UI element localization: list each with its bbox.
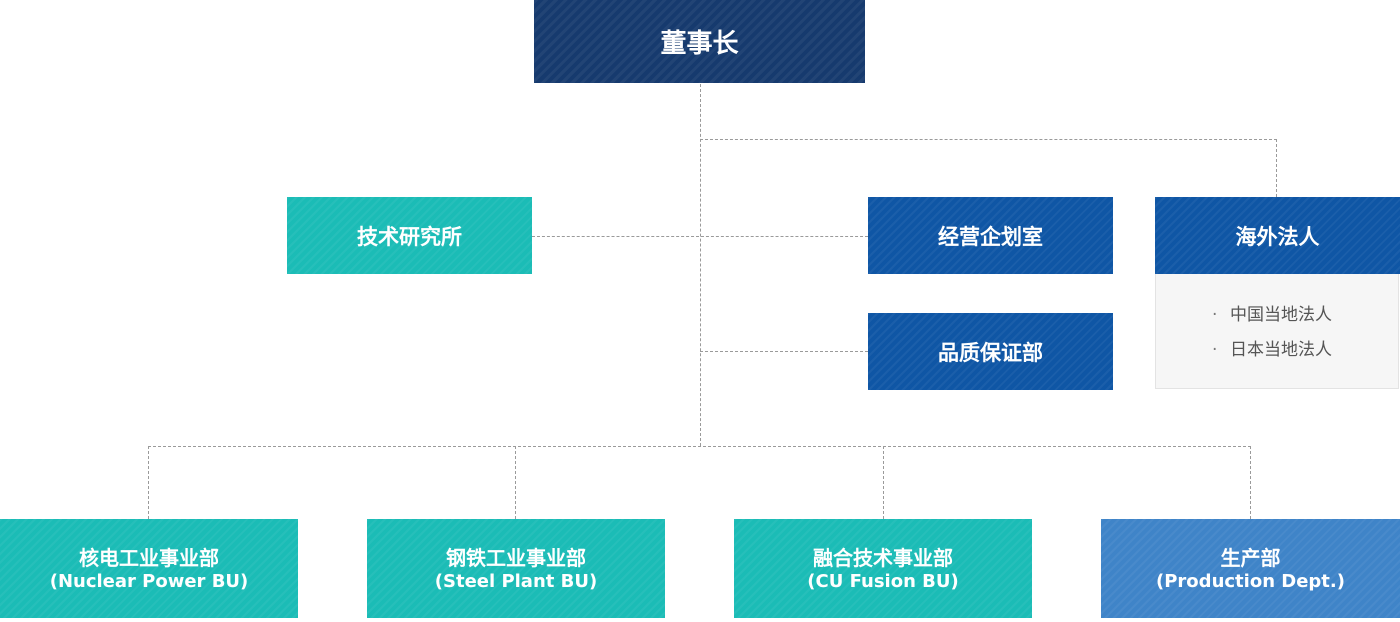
overseas-item-japan: · 日本当地法人 <box>1156 338 1398 373</box>
bu-cu-fusion: 融合技术事业部 (CU Fusion BU) <box>734 519 1032 618</box>
overseas-item-label: 中国当地法人 <box>1230 305 1332 325</box>
overseas-item-label: 日本当地法人 <box>1230 340 1332 360</box>
overseas-list: · 中国当地法人 · 日本当地法人 <box>1155 274 1399 389</box>
connector-bu-4 <box>1250 446 1251 519</box>
bullet-dot: · <box>1212 305 1218 325</box>
bu-nuclear-power: 核电工业事业部 (Nuclear Power BU) <box>0 519 298 618</box>
overseas-item-china: · 中国当地法人 <box>1156 303 1398 338</box>
connector-overseas-horizontal <box>700 139 1277 140</box>
connector-bu-3 <box>883 446 884 519</box>
connector-quality <box>700 351 868 352</box>
bu-name: 融合技术事业部 <box>813 545 953 570</box>
bu-name: 生产部 <box>1220 545 1281 570</box>
bu-steel-plant: 钢铁工业事业部 (Steel Plant BU) <box>367 519 665 618</box>
bu-name-en: (Production Dept.) <box>1156 570 1345 592</box>
connector-rnd-planning <box>532 236 868 237</box>
planning-label: 经营企划室 <box>938 224 1043 249</box>
overseas-box: 海外法人 <box>1155 197 1400 274</box>
connector-bu-2 <box>515 446 516 519</box>
bu-name-en: (Steel Plant BU) <box>434 570 598 592</box>
bu-name: 钢铁工业事业部 <box>446 545 586 570</box>
bu-name-en: (Nuclear Power BU) <box>49 570 249 592</box>
bu-name: 核电工业事业部 <box>79 545 219 570</box>
overseas-label: 海外法人 <box>1235 224 1320 249</box>
connector-bu-1 <box>148 446 149 519</box>
bu-production: 生产部 (Production Dept.) <box>1101 519 1400 618</box>
quality-label: 品质保证部 <box>938 340 1043 365</box>
planning-box: 经营企划室 <box>868 197 1113 274</box>
bu-name-en: (CU Fusion BU) <box>807 570 959 592</box>
chairman-label: 董事长 <box>660 29 739 59</box>
connector-overseas-drop <box>1276 139 1277 197</box>
connector-main-trunk <box>700 84 701 446</box>
rnd-box: 技术研究所 <box>287 197 532 274</box>
bullet-dot: · <box>1212 340 1218 360</box>
quality-box: 品质保证部 <box>868 313 1113 390</box>
connector-bu-horizontal <box>148 446 1251 447</box>
chairman-box: 董事长 <box>534 0 865 83</box>
rnd-label: 技术研究所 <box>357 224 462 249</box>
